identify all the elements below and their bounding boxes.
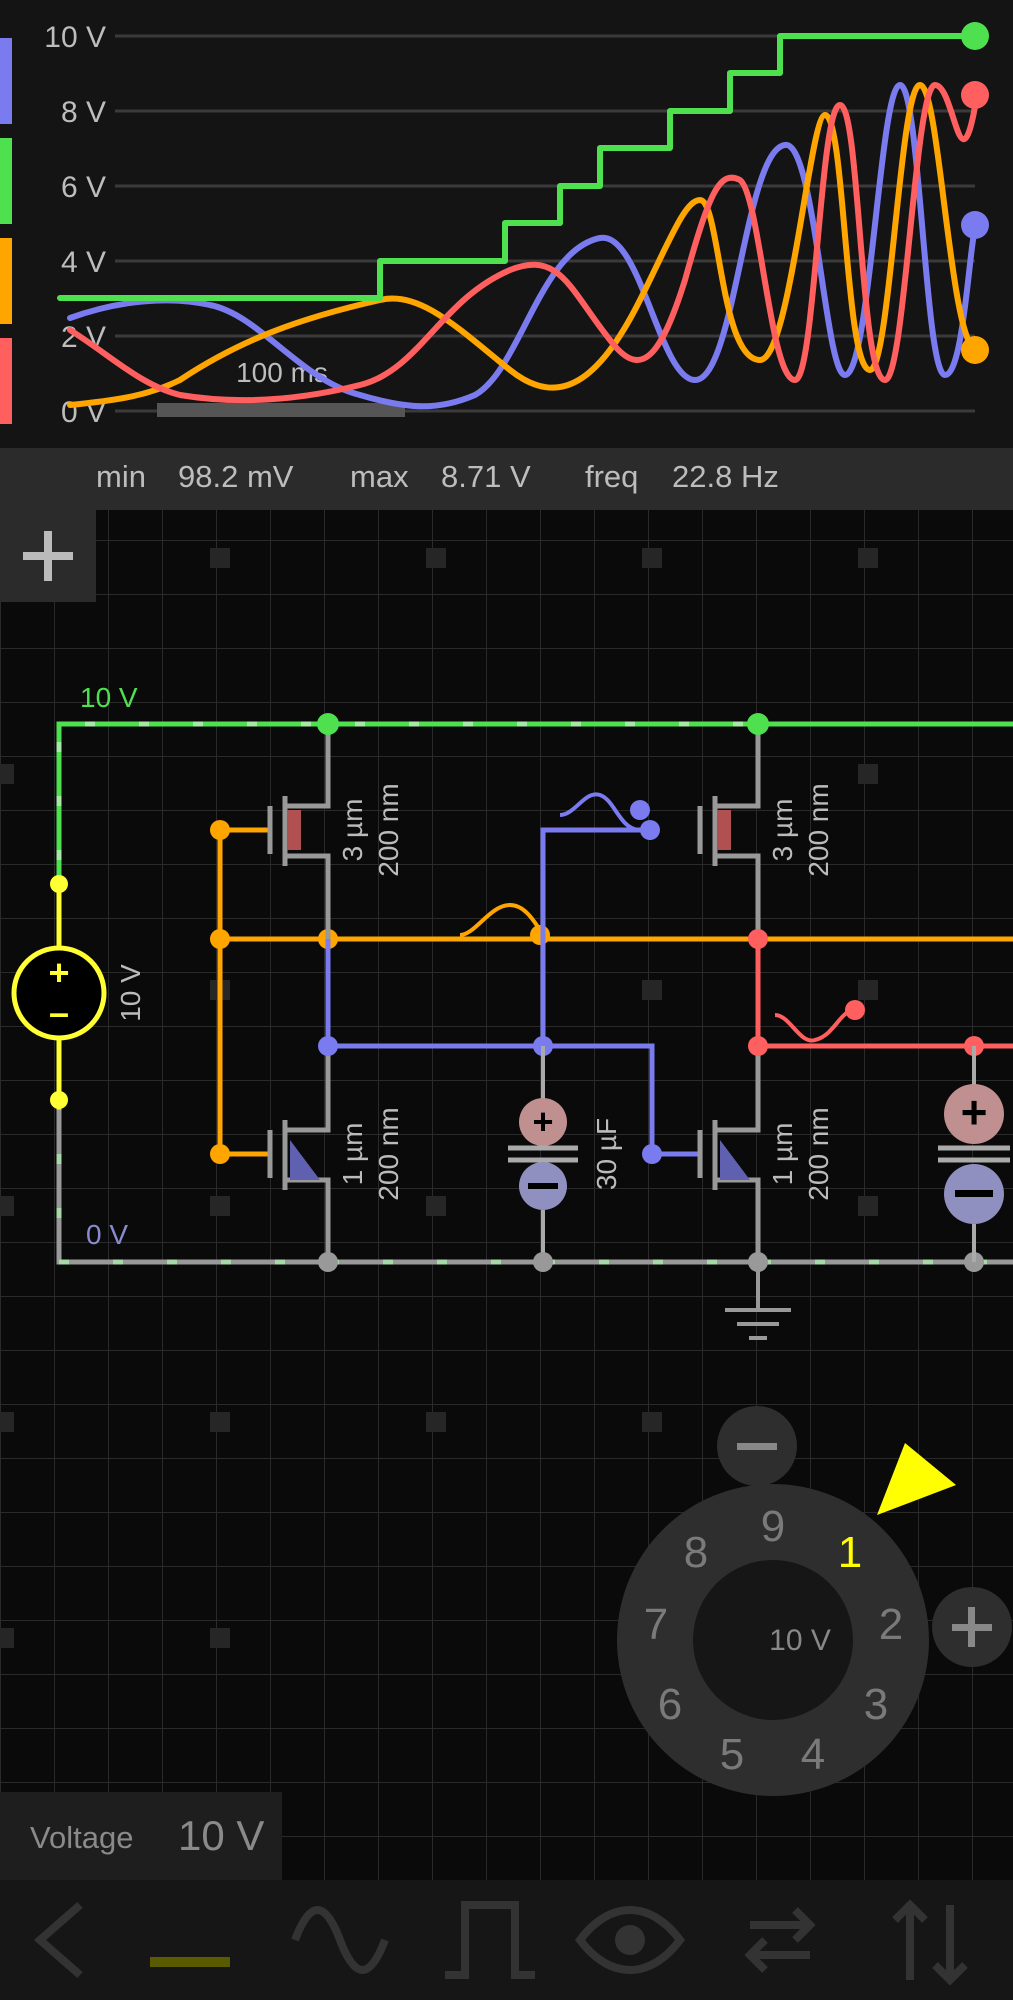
time-scale-bar xyxy=(157,403,405,417)
trace-orange xyxy=(67,82,980,408)
nmos-transistor-1[interactable] xyxy=(267,1046,331,1262)
swap-icon xyxy=(744,1907,816,1973)
eye-icon xyxy=(575,1906,685,1974)
square-wave-button[interactable] xyxy=(435,1890,545,1990)
flip-icon xyxy=(892,1899,968,1985)
dial-center-value: 10 V xyxy=(769,1624,831,1657)
marker-green[interactable] xyxy=(961,22,989,50)
pmos-transistor-1[interactable] xyxy=(267,724,331,939)
dial-number[interactable]: 5 xyxy=(719,1730,745,1779)
back-button[interactable] xyxy=(5,1890,115,1990)
dial-number[interactable]: 4 xyxy=(800,1730,826,1779)
blue-node-wire[interactable] xyxy=(325,792,700,1157)
svg-text:+: + xyxy=(961,1086,988,1138)
trace-blue xyxy=(67,82,980,410)
visibility-button[interactable] xyxy=(575,1890,685,1990)
svg-text:+: + xyxy=(48,952,69,993)
dial-number[interactable]: 6 xyxy=(657,1680,683,1729)
oscilloscope-plot: 10 V 8 V 6 V 4 V 2 V 0 V 100 ms xyxy=(0,21,989,429)
nmos-2-width: 1 µm xyxy=(767,1123,798,1186)
freq-label: freq xyxy=(585,459,639,494)
legend-blue[interactable] xyxy=(0,38,12,124)
pmos-transistor-2[interactable] xyxy=(697,724,761,939)
y-tick: 6 V xyxy=(61,171,106,204)
bottom-rail-wire[interactable] xyxy=(56,1100,1013,1265)
pmos-2-width: 3 µm xyxy=(767,799,798,862)
dial-number[interactable]: 7 xyxy=(643,1600,669,1649)
rotate-button[interactable] xyxy=(725,1890,835,1990)
dial-number[interactable]: 3 xyxy=(863,1680,889,1729)
y-tick: 10 V xyxy=(44,21,106,54)
nmos-1-length: 200 nm xyxy=(373,1107,404,1200)
freq-value: 22.8 Hz xyxy=(672,459,779,494)
plus-icon xyxy=(23,531,73,581)
legend-orange[interactable] xyxy=(0,238,12,324)
dc-source-button[interactable] xyxy=(135,1890,245,1990)
nmos-transistor-2[interactable] xyxy=(697,1046,761,1262)
property-label: Voltage xyxy=(30,1820,134,1855)
voltage-dial[interactable] xyxy=(617,1484,929,1796)
marker-red[interactable] xyxy=(961,81,989,109)
capacitor[interactable]: + xyxy=(508,1046,578,1272)
trace-green xyxy=(57,33,978,301)
marker-orange[interactable] xyxy=(961,336,989,364)
max-value: 8.71 V xyxy=(441,459,531,494)
dc-icon xyxy=(150,1957,230,1967)
nmos-2-length: 200 nm xyxy=(803,1107,834,1200)
min-value: 98.2 mV xyxy=(178,459,294,494)
svg-text:–: – xyxy=(49,992,69,1033)
max-label: max xyxy=(350,459,409,494)
capacitor-right[interactable]: + xyxy=(938,1046,1010,1262)
marker-blue[interactable] xyxy=(961,211,989,239)
pmos-2-length: 200 nm xyxy=(803,783,834,876)
pmos-1-width: 3 µm xyxy=(337,799,368,862)
dial-minus-button[interactable] xyxy=(717,1406,797,1486)
y-tick: 4 V xyxy=(61,246,106,279)
circuit-canvas[interactable]: 10 V 0 V + – 10 V xyxy=(0,510,1013,1880)
dial-number[interactable]: 9 xyxy=(760,1502,786,1551)
source-voltage-label: 10 V xyxy=(115,964,146,1022)
voltage-source[interactable]: + – xyxy=(11,875,107,1109)
oscilloscope-panel[interactable]: 10 V 8 V 6 V 4 V 2 V 0 V 100 ms xyxy=(0,0,1013,448)
property-panel[interactable] xyxy=(0,1792,282,1880)
legend-green[interactable] xyxy=(0,138,12,224)
ground-symbol xyxy=(725,1262,791,1340)
square-wave-icon xyxy=(445,1901,535,1979)
ac-source-button[interactable] xyxy=(285,1890,395,1990)
pmos-1-length: 200 nm xyxy=(373,783,404,876)
min-label: min xyxy=(96,459,146,494)
top-rail-label: 10 V xyxy=(80,682,138,713)
capacitor-value: 30 µF xyxy=(591,1118,622,1190)
back-icon xyxy=(33,1901,83,1979)
add-probe-button[interactable] xyxy=(0,510,96,602)
measurement-bar xyxy=(0,448,1013,510)
dial-plus-button[interactable] xyxy=(932,1587,1012,1667)
dial-number-selected[interactable]: 1 xyxy=(837,1528,863,1577)
sine-icon xyxy=(291,1906,389,1974)
bottom-toolbar xyxy=(0,1880,1013,2000)
dial-number[interactable]: 8 xyxy=(683,1528,709,1577)
bottom-rail-label: 0 V xyxy=(86,1219,128,1250)
property-value[interactable]: 10 V xyxy=(178,1812,265,1859)
y-tick: 8 V xyxy=(61,96,106,129)
legend-red[interactable] xyxy=(0,338,12,424)
nmos-1-width: 1 µm xyxy=(337,1123,368,1186)
dial-number[interactable]: 2 xyxy=(878,1600,904,1649)
trace-red xyxy=(67,82,980,404)
svg-text:+: + xyxy=(532,1101,553,1142)
dial-pointer-icon xyxy=(877,1443,956,1515)
flip-button[interactable] xyxy=(875,1890,985,1990)
